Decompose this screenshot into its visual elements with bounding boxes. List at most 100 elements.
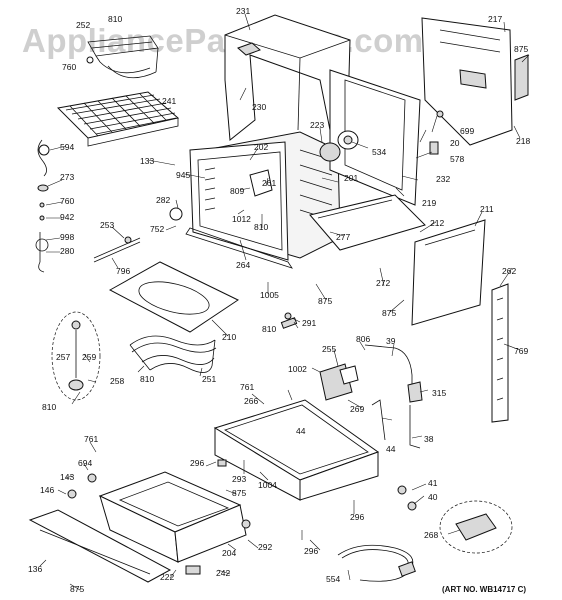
callout: 277 <box>336 232 350 242</box>
callout: 806 <box>356 334 370 344</box>
callout: 202 <box>254 142 268 152</box>
callout: 259 <box>82 352 96 362</box>
callout: 810 <box>254 222 268 232</box>
callout: 262 <box>502 266 516 276</box>
callout: 223 <box>310 120 324 130</box>
callout: 760 <box>60 196 74 206</box>
callout: 272 <box>376 278 390 288</box>
callout: 146 <box>40 485 54 495</box>
hinge-rod[interactable] <box>93 236 141 263</box>
callout: 761 <box>240 382 254 392</box>
callout: 266 <box>244 396 258 406</box>
callout: 280 <box>60 246 74 256</box>
control-components[interactable] <box>319 344 423 449</box>
callout: 291 <box>302 318 316 328</box>
callout: 44 <box>296 426 306 436</box>
callout: 39 <box>386 336 396 346</box>
callout: 133 <box>140 156 154 166</box>
callout: 1002 <box>288 364 307 374</box>
leader-lines <box>39 13 530 591</box>
oven-rack[interactable] <box>56 91 180 147</box>
callout: 875 <box>514 44 528 54</box>
callout: 1005 <box>260 290 279 300</box>
callout: 875 <box>70 584 84 594</box>
callout: 292 <box>258 542 272 552</box>
callout: 578 <box>450 154 464 164</box>
callout: 41 <box>428 478 438 488</box>
callout: 752 <box>150 224 164 234</box>
bake-element-cover[interactable] <box>108 261 240 333</box>
side-trim[interactable] <box>491 283 509 423</box>
callout: 264 <box>236 260 250 270</box>
callout: 253 <box>100 220 114 230</box>
callout: 40 <box>428 492 438 502</box>
callout: 261 <box>262 178 276 188</box>
callout: 699 <box>460 126 474 136</box>
oven-cavity[interactable] <box>185 131 341 269</box>
sensor-assembly[interactable] <box>51 311 101 401</box>
bake-element[interactable] <box>129 335 217 373</box>
callout: 201 <box>344 173 358 183</box>
callout: 875 <box>382 308 396 318</box>
callout: 875 <box>318 296 332 306</box>
callout: 694 <box>78 458 92 468</box>
storage-drawer[interactable] <box>98 471 247 563</box>
callout: 210 <box>222 332 236 342</box>
callout: 258 <box>110 376 124 386</box>
callout: 273 <box>60 172 74 182</box>
outer-wrapper[interactable] <box>224 14 351 141</box>
callout: 534 <box>372 147 386 157</box>
callout: 269 <box>350 404 364 414</box>
drawer-frame[interactable] <box>213 399 380 501</box>
broil-element-top[interactable] <box>86 35 159 79</box>
callout: 218 <box>516 136 530 146</box>
callout: 1012 <box>232 214 251 224</box>
callout: 143 <box>60 472 74 482</box>
callout: 998 <box>60 232 74 242</box>
callout: 1004 <box>258 480 277 490</box>
back-panel[interactable] <box>421 17 529 146</box>
callout: 38 <box>424 434 434 444</box>
callout: 231 <box>236 6 250 16</box>
left-small-parts[interactable] <box>35 139 50 273</box>
callout: 44 <box>386 444 396 454</box>
callout: 296 <box>190 458 204 468</box>
drawer-front[interactable] <box>28 509 172 583</box>
callout: 554 <box>326 574 340 584</box>
callout: 296 <box>350 512 364 522</box>
callout: 211 <box>480 204 494 214</box>
callout: 875 <box>232 488 246 498</box>
oven-bottom[interactable] <box>309 194 426 251</box>
callout: 594 <box>60 142 74 152</box>
callout: 809 <box>230 186 244 196</box>
callout: 232 <box>436 174 450 184</box>
callout: 230 <box>252 102 266 112</box>
watermark-text: AppliancePartsPros.com <box>22 22 424 59</box>
callout: 760 <box>62 62 76 72</box>
callout: 204 <box>222 548 236 558</box>
callout: 212 <box>430 218 444 228</box>
callout: 252 <box>76 20 90 30</box>
callout: 296 <box>304 546 318 556</box>
callout-labels: 252 810 760 241 231 230 217 875 699 20 2… <box>28 6 530 594</box>
callout: 761 <box>84 434 98 444</box>
callout: 315 <box>432 388 446 398</box>
callout: 222 <box>160 572 174 582</box>
rear-wall[interactable] <box>319 69 421 206</box>
callout: 251 <box>202 374 216 384</box>
side-panel[interactable] <box>411 219 486 326</box>
callout: 293 <box>232 474 246 484</box>
callout: 810 <box>140 374 154 384</box>
callout: 241 <box>162 96 176 106</box>
callout: 942 <box>60 212 74 222</box>
callout: 257 <box>56 352 70 362</box>
callout: 769 <box>514 346 528 356</box>
callout: 945 <box>176 170 190 180</box>
callout: 20 <box>450 138 460 148</box>
callout: 796 <box>116 266 130 276</box>
power-cord[interactable] <box>337 544 416 582</box>
callout: 810 <box>108 14 122 24</box>
callout: 810 <box>42 402 56 412</box>
terminal-block[interactable] <box>439 500 513 554</box>
